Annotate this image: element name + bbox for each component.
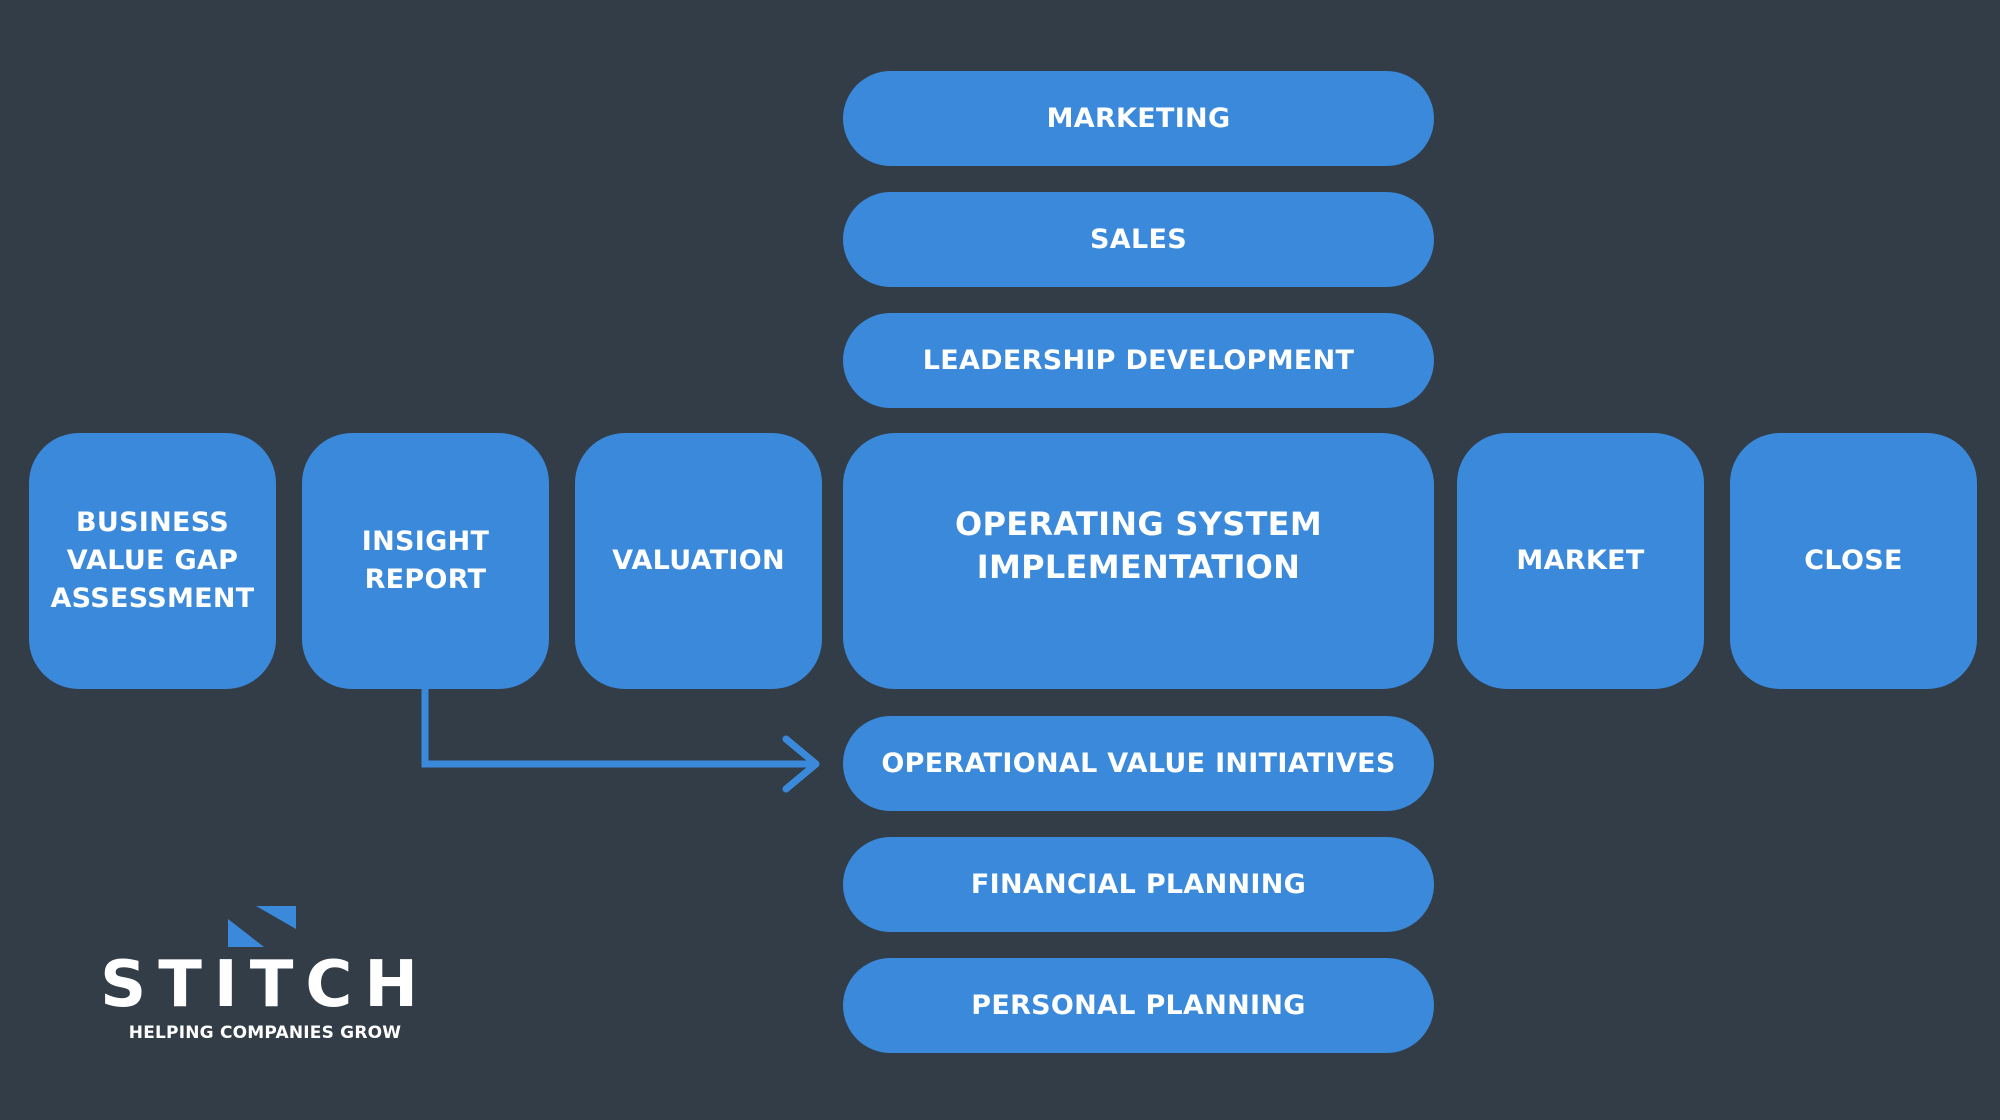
logo-wordmark: STITCH [100, 948, 430, 1022]
operating-system-implementation-node: OPERATING SYSTEM IMPLEMENTATION [843, 433, 1434, 689]
leadership-development-node: LEADERSHIP DEVELOPMENT [843, 313, 1434, 408]
close-node: CLOSE [1730, 433, 1977, 689]
valuation-node: VALUATION [575, 433, 822, 689]
arrow-line [421, 689, 815, 768]
stitch-logo: STITCH HELPING COMPANIES GROW [100, 905, 430, 1055]
insight-report-node: INSIGHT REPORT [302, 433, 549, 689]
personal-planning-node: PERSONAL PLANNING [843, 958, 1434, 1053]
marketing-node: MARKETING [843, 71, 1434, 166]
business-value-gap-assessment-node: BUSINESS VALUE GAP ASSESSMENT [29, 433, 276, 689]
operational-value-initiatives-node: OPERATIONAL VALUE INITIATIVES [843, 716, 1434, 811]
stitch-mark-icon [228, 906, 296, 951]
financial-planning-node: FINANCIAL PLANNING [843, 837, 1434, 932]
sales-node: SALES [843, 192, 1434, 287]
logo-tagline: HELPING COMPANIES GROW [128, 1023, 402, 1043]
market-node: MARKET [1457, 433, 1704, 689]
arrow-head [782, 735, 820, 793]
